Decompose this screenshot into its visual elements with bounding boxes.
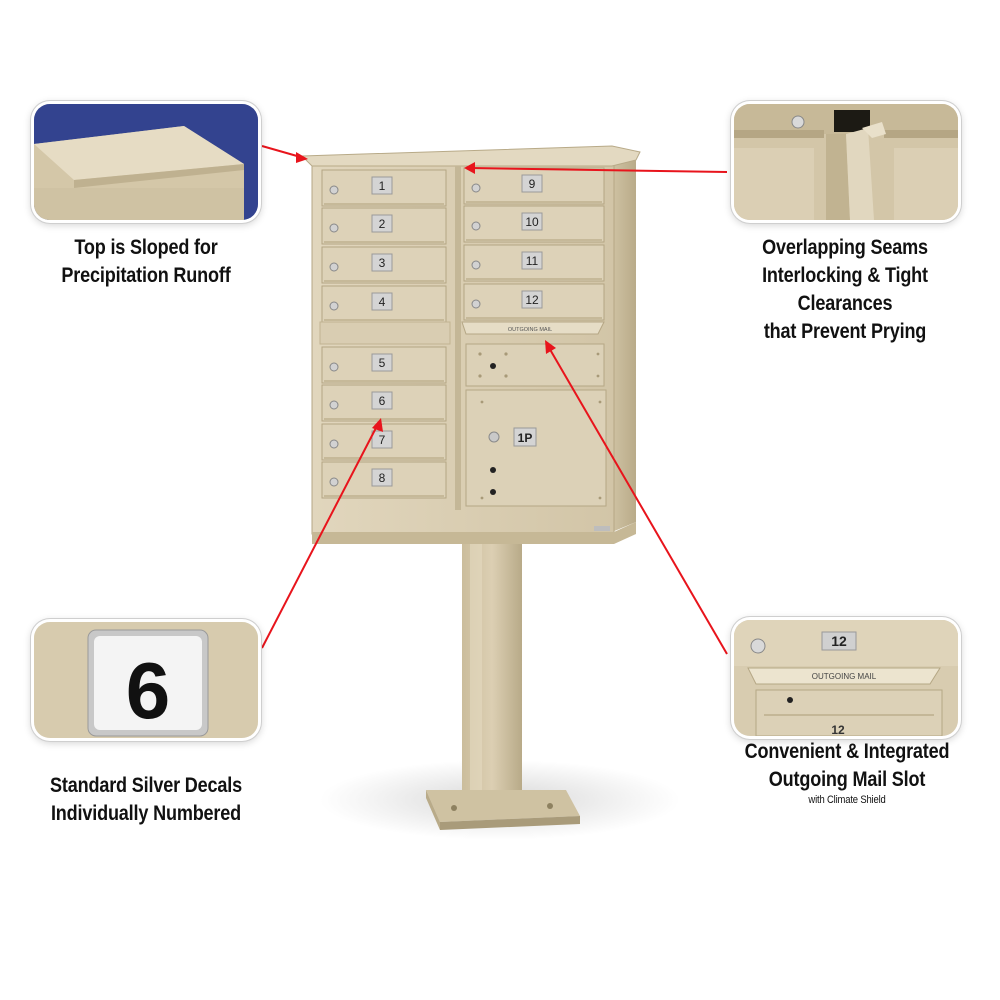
mailbox-door-2[interactable]: 2 <box>321 207 447 245</box>
lock-icon[interactable] <box>329 223 339 233</box>
slot-label: OUTGOING MAIL <box>508 327 552 333</box>
caption-line: Individually Numbered <box>50 802 242 825</box>
mailbox-door-3[interactable]: 3 <box>321 246 447 284</box>
lock-icon[interactable] <box>329 439 339 449</box>
outgoing-caption: Convenient & Integrated Outgoing Mail Sl… <box>731 738 963 807</box>
door-number: 12 <box>831 633 847 649</box>
door-number: 7 <box>379 433 386 447</box>
decal-number: 6 <box>126 646 171 735</box>
mailbox-door-5[interactable]: 5 <box>321 346 447 384</box>
cabinet-side <box>612 152 636 532</box>
outgoing-slot-closeup: 12 OUTGOING MAIL 12 <box>734 620 958 736</box>
mailbox-door-9[interactable]: 9 <box>463 167 605 205</box>
mailbox-door-10[interactable]: 10 <box>463 205 605 243</box>
door-number: 2 <box>379 217 386 231</box>
lock-icon[interactable] <box>471 299 481 309</box>
right-door-column: 9 10 11 12 <box>463 167 605 321</box>
lock-icon[interactable] <box>471 221 481 231</box>
lock-icon[interactable] <box>471 183 481 193</box>
number-decal <box>371 176 393 195</box>
seams-caption: Overlapping Seams Interlocking & Tight C… <box>720 234 969 346</box>
door-number: 3 <box>379 256 386 270</box>
number-decal <box>521 174 543 193</box>
caption-line: Outgoing Mail Slot <box>768 768 926 791</box>
lock-icon[interactable] <box>329 477 339 487</box>
door-number: 10 <box>525 215 539 229</box>
caption-subline: with Climate Shield <box>808 794 886 806</box>
parcel-locker-door[interactable]: 1P <box>465 389 607 507</box>
callout-arrows <box>261 145 728 655</box>
mailbox-door-7[interactable]: 7 <box>321 423 447 461</box>
sloped-roof-caption: Top is Sloped for Precipitation Runoff <box>46 234 246 290</box>
sloped-roof-closeup <box>34 104 258 220</box>
number-decal <box>371 391 393 410</box>
lock-icon[interactable] <box>329 362 339 372</box>
interlocking-seam-closeup <box>734 104 958 220</box>
lock-icon[interactable] <box>329 262 339 272</box>
door-number: 5 <box>379 356 386 370</box>
mailbox-door-11[interactable]: 11 <box>463 244 605 282</box>
door-number: 11 <box>526 254 539 268</box>
door-number: 8 <box>379 471 386 485</box>
decals-caption: Standard Silver Decals Individually Numb… <box>38 772 255 828</box>
number-decal-closeup: 6 <box>34 622 258 738</box>
number-decal <box>371 253 393 272</box>
lock-icon[interactable] <box>329 185 339 195</box>
number-decal <box>521 212 543 231</box>
mailbox-door-8[interactable]: 8 <box>321 461 447 499</box>
number-decal <box>371 214 393 233</box>
lock-icon[interactable] <box>471 260 481 270</box>
lock-icon[interactable] <box>329 301 339 311</box>
parcel-decal <box>513 427 537 447</box>
mailbox-door-6[interactable]: 6 <box>321 384 447 422</box>
door-number: 6 <box>379 394 386 408</box>
number-decal <box>371 468 393 487</box>
caption-line: Top is Sloped for <box>74 236 218 259</box>
lock-icon[interactable] <box>329 400 339 410</box>
number-decal <box>371 353 393 372</box>
cabinet-base <box>312 522 636 544</box>
caption-line: Precipitation Runoff <box>61 264 231 287</box>
caption-line: Convenient & Integrated <box>744 740 950 763</box>
slot-label: OUTGOING MAIL <box>812 672 877 681</box>
mailbox-door-1[interactable]: 1 <box>321 169 447 207</box>
caption-line: Interlocking & Tight Clearances <box>762 264 928 315</box>
door-number: 9 <box>529 177 536 191</box>
door-number: 4 <box>379 295 386 309</box>
caption-line: Overlapping Seams <box>762 236 928 259</box>
door-number: 1 <box>379 179 386 193</box>
door-number: 12 <box>525 293 539 307</box>
caption-line: that Prevent Prying <box>763 320 927 343</box>
mailbox-door-4[interactable]: 4 <box>321 285 447 323</box>
pedestal-post <box>426 528 580 830</box>
sloped-roof <box>300 145 641 167</box>
left-door-column: 1 2 3 4 5 6 7 8 <box>321 169 447 499</box>
number-decal <box>371 292 393 311</box>
blank-panel <box>319 321 451 345</box>
outgoing-mail-slot[interactable]: OUTGOING MAIL <box>461 321 605 335</box>
partial-number: 12 <box>831 723 845 736</box>
outgoing-mail-door[interactable] <box>465 343 605 387</box>
mailbox-door-12[interactable]: 12 <box>463 283 605 321</box>
number-decal <box>521 290 543 309</box>
parcel-number: 1P <box>518 431 533 445</box>
number-decal <box>521 251 543 270</box>
caption-line: Standard Silver Decals <box>50 774 242 797</box>
